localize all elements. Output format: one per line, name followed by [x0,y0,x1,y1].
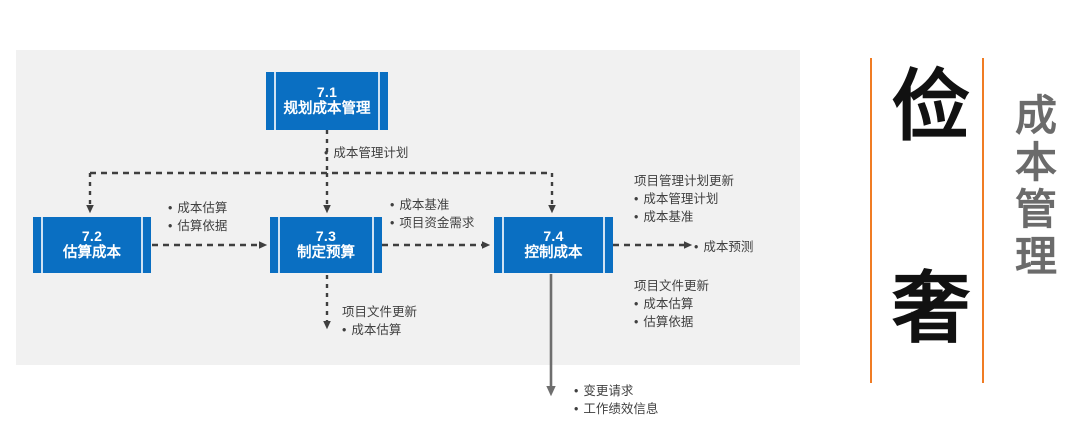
annotation-header: 项目文件更新 [634,279,710,293]
side-title: 成 本 管 理 [1006,92,1066,280]
process-name: 规划成本管理 [283,100,371,117]
annotation-item: 成本基准 [634,208,734,226]
annotation-item: 成本管理计划 [634,190,734,208]
process-name: 估算成本 [63,244,121,261]
accent-rule-left [870,58,872,383]
process-number: 7.4 [543,227,564,244]
side-title-char: 理 [1014,232,1057,282]
annotation-header: 项目管理计划更新 [634,174,735,188]
process-number: 7.1 [316,83,338,100]
annotation-item: 变更请求 [574,382,658,400]
process-box-7-4[interactable]: 7.4 控制成本 [494,217,613,273]
box-edge-line-left [41,217,43,273]
annotation-item: 成本基准 [390,196,474,214]
side-calligraphy-panel: 俭 奢 成 本 管 理 [866,58,1066,383]
box-edge-line-right [378,72,380,130]
accent-rule-right [982,58,984,383]
annotation-estimate-output: 成本估算 估算依据 [168,199,227,235]
annotation-item: 成本估算 [634,295,709,313]
calligraphy-char-bottom: 奢 [892,264,971,354]
box-edge-line-right [141,217,143,273]
annotation-item: 成本估算 [168,199,227,217]
side-title-char: 管 [1014,185,1057,235]
box-edge-line-left [502,217,504,273]
process-name: 控制成本 [524,244,583,261]
annotation-item: 项目资金需求 [390,214,474,232]
annotation-item: 估算依据 [168,217,227,235]
annotation-budget-output: 成本基准 项目资金需求 [390,196,474,232]
annotation-budget-doc-updates: 项目文件更新 成本估算 [342,303,417,339]
box-edge-line-right [603,217,605,273]
box-edge-line-right [372,217,374,273]
annotation-item: 估算依据 [634,313,709,331]
annotation-control-forecast: 成本预测 [694,238,753,256]
annotation-item: 工作绩效信息 [574,400,658,418]
process-box-7-1[interactable]: 7.1 规划成本管理 [266,72,388,130]
annotation-control-doc-updates: 项目文件更新 成本估算 估算依据 [634,277,709,331]
process-box-7-3[interactable]: 7.3 制定预算 [270,217,382,273]
annotation-header: 项目文件更新 [342,305,418,319]
annotation-item: 成本估算 [342,321,417,339]
side-title-char: 本 [1014,138,1057,188]
side-title-char: 成 [1014,91,1057,140]
process-number: 7.2 [81,227,103,244]
annotation-item: 成本管理计划 [324,144,408,162]
process-number: 7.3 [315,227,337,244]
annotation-control-plan-updates: 项目管理计划更新 成本管理计划 成本基准 [634,172,734,226]
box-edge-line-left [274,72,276,130]
process-box-7-2[interactable]: 7.2 估算成本 [33,217,151,273]
annotation-plan-output: 成本管理计划 [324,144,408,162]
annotation-item: 成本预测 [694,238,753,256]
box-edge-line-left [278,217,280,273]
calligraphy-char-top: 俭 [892,62,971,152]
process-name: 制定预算 [297,244,355,261]
annotation-control-bottom: 变更请求 工作绩效信息 [574,382,658,418]
